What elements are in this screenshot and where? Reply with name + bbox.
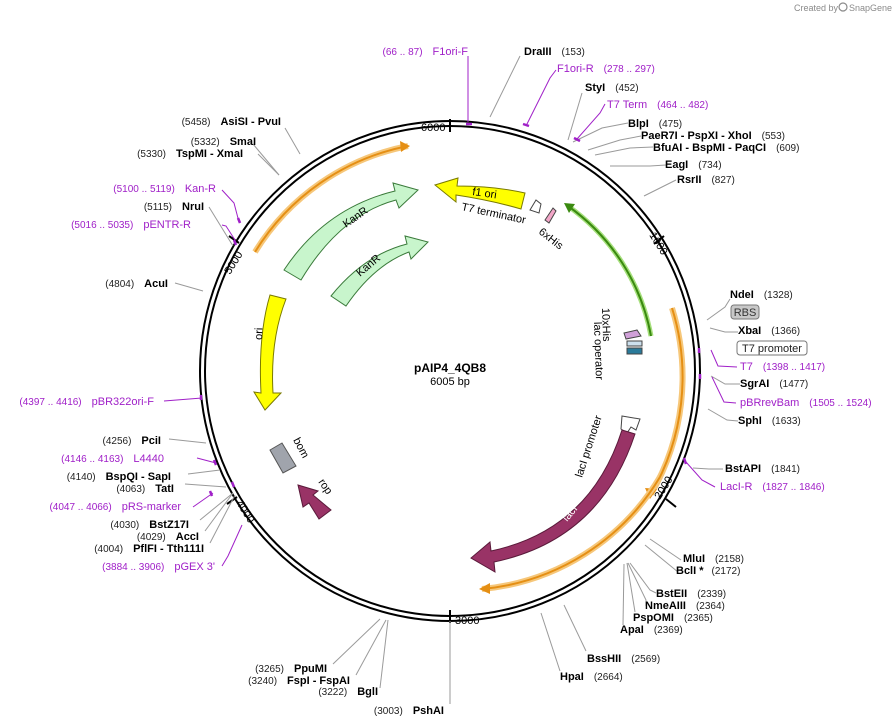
enzyme-blpi[interactable]: BlpI(475) (628, 118, 682, 130)
enzyme-bsteii[interactable]: BstEII(2339) (656, 588, 726, 600)
enzyme-asisi-group[interactable]: (5458)AsiSI - PvuI (182, 116, 281, 128)
primer-l4440[interactable]: (4146 .. 4163)L4440 (61, 453, 164, 465)
laci-promoter-icon (620, 415, 641, 434)
primer-t7-term[interactable]: T7 Term(464 .. 482) (607, 99, 708, 111)
ori-arrow (253, 294, 287, 411)
primer-pgex3[interactable]: (3884 .. 3906)pGEX 3' (102, 561, 215, 573)
enzyme-hpai[interactable]: HpaI(2664) (560, 671, 623, 683)
t7-promoter-box[interactable] (736, 340, 808, 356)
enzyme-rsrii[interactable]: RsrII(827) (677, 174, 735, 186)
tick-6000: 6000 (421, 122, 445, 134)
enzyme-eagi[interactable]: EagI(734) (665, 159, 722, 171)
enzyme-draiii[interactable]: DraIII(153) (524, 46, 585, 58)
enzyme-pflfi-group[interactable]: (4004)PflFI - Tth111I (94, 543, 204, 555)
enzyme-nmeaiii[interactable]: NmeAIII(2364) (645, 600, 725, 612)
tick-marks (226, 119, 677, 623)
primer-t7[interactable]: T7(1398 .. 1417) (740, 361, 825, 373)
primer-prs-marker[interactable]: (4047 .. 4066)pRS-marker (49, 501, 181, 513)
green-arrow (567, 205, 652, 337)
kanr-outer-arrow (283, 182, 419, 281)
enzyme-paer7i-group[interactable]: PaeR7I - PspXI - XhoI(553) (641, 130, 785, 142)
his6-icon (544, 207, 557, 224)
snapgene-brand: SnapGene (849, 3, 892, 13)
enzyme-bstz17i[interactable]: (4030)BstZ17I (110, 519, 189, 531)
enzyme-ndei[interactable]: NdeI(1328) (730, 289, 793, 301)
his6-label: 6xHis (536, 226, 565, 253)
enzyme-pcii[interactable]: (4256)PciI (103, 435, 161, 447)
t7-terminator-icon (529, 199, 542, 214)
tick-4000: 4000 (233, 498, 256, 525)
rbs-box-label: RBS (734, 307, 757, 319)
snapgene-logo-icon (838, 2, 848, 12)
primer-pentr-r[interactable]: (5016 .. 5035)pENTR-R (71, 219, 191, 231)
lac-operator-icon (626, 340, 643, 347)
rbs-box[interactable] (730, 304, 760, 320)
bom-label: bom (290, 436, 311, 461)
primer-f1ori-f[interactable]: (66 .. 87)F1ori-F (383, 46, 469, 58)
enzyme-apai[interactable]: ApaI(2369) (620, 624, 683, 636)
enzyme-pspomi[interactable]: PspOMI(2365) (633, 612, 713, 624)
his10-icon (623, 329, 642, 340)
enzyme-bstapi[interactable]: BstAPI(1841) (725, 463, 800, 475)
enzyme-bfuai-group[interactable]: BfuAI - BspMI - PaqCI(609) (653, 142, 799, 154)
f1ori-arrow (433, 177, 526, 210)
laci-promoter-label: lacI promoter (573, 414, 604, 479)
tick-3000: 3000 (455, 615, 479, 627)
rbs-icon (626, 347, 643, 355)
lac-operator-label: lac operator (591, 322, 605, 381)
rop-label: rop (316, 477, 335, 497)
enzyme-smai[interactable]: (5332)SmaI (191, 136, 256, 148)
green-arrow-head (564, 203, 575, 213)
orf-arc-right-glow (648, 307, 686, 496)
enzyme-mlui[interactable]: MluI(2158) (683, 553, 744, 565)
laci-arrow (470, 429, 636, 573)
enzyme-fspi-group[interactable]: (3240)FspI - FspAI (248, 675, 350, 687)
primer-leader-lines (163, 56, 738, 567)
orf-arc-kanr (254, 145, 409, 253)
t7-promoter-label: T7 promoter (742, 343, 802, 355)
tick-1000: 1000 (646, 230, 669, 257)
enzyme-nrui[interactable]: (5115)NruI (144, 201, 204, 213)
enzyme-tati[interactable]: (4063)TatI (116, 483, 174, 495)
tick-5000: 5000 (222, 249, 245, 276)
enzyme-leader-lines (168, 55, 740, 704)
kanr-inner-arrow (330, 235, 429, 307)
plasmid-size: 6005 bp (430, 376, 470, 388)
enzyme-xbai[interactable]: XbaI(1366) (738, 325, 800, 337)
enzyme-styi[interactable]: StyI(452) (585, 82, 639, 94)
primer-f1ori-r[interactable]: F1ori-R(278 .. 297) (557, 63, 655, 75)
enzyme-acci[interactable]: (4029)AccI (137, 531, 199, 543)
enzyme-pshai[interactable]: (3003)PshAI (374, 705, 444, 717)
primer-laci-r[interactable]: LacI-R(1827 .. 1846) (720, 481, 825, 493)
his10-label: 10xHis (599, 308, 612, 343)
primer-pbr322ori-f[interactable]: (4397 .. 4416)pBR322ori-F (19, 396, 154, 408)
enzyme-tspmi-group[interactable]: (5330)TspMI - XmaI (137, 148, 243, 160)
enzyme-acui[interactable]: (4804)AcuI (105, 278, 168, 290)
primer-marks (199, 122, 702, 497)
enzyme-sphi[interactable]: SphI(1633) (738, 415, 801, 427)
enzyme-bcli[interactable]: BclI *(2172) (676, 565, 740, 577)
ori-label: ori (253, 327, 265, 340)
primer-kan-r[interactable]: (5100 .. 5119)Kan-R (113, 183, 216, 195)
enzyme-ppumi[interactable]: (3265)PpuMI (255, 663, 327, 675)
orf-arc-kanr-head (400, 141, 410, 152)
enzyme-bsshii[interactable]: BssHII(2569) (587, 653, 660, 665)
plasmid-name: pAIP4_4QB8 (414, 361, 486, 375)
enzyme-bspqi-group[interactable]: (4140)BspQI - SapI (67, 471, 171, 483)
f1ori-label: f1 ori (472, 186, 498, 201)
bom-feature (269, 442, 297, 474)
orf-arc-laci (481, 476, 661, 590)
orf-arc-laci-head (479, 583, 490, 594)
orf-arc-right (650, 307, 684, 495)
rop-arrow (297, 484, 332, 520)
enzyme-bgli[interactable]: (3222)BglI (318, 686, 378, 698)
enzyme-sgrai[interactable]: SgrAI(1477) (740, 378, 808, 390)
primer-pbrrevbam[interactable]: pBRrevBam(1505 .. 1524) (740, 397, 872, 409)
created-by-text: Created by (794, 3, 839, 13)
